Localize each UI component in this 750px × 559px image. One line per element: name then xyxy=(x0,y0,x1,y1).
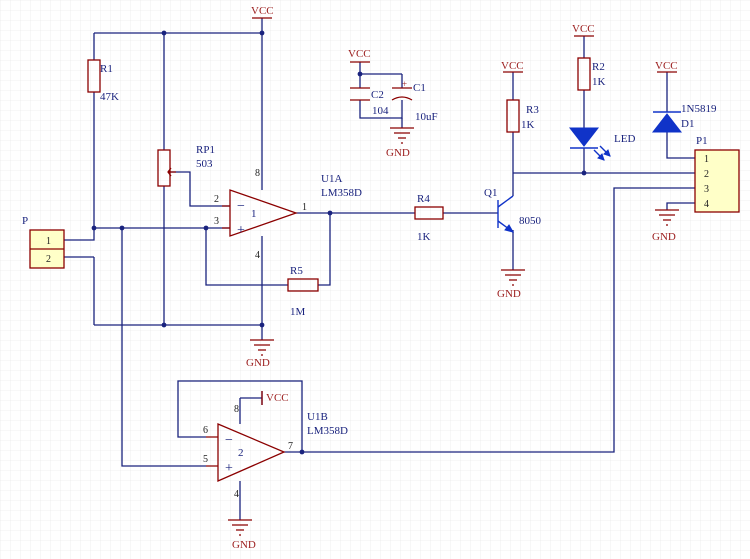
u1a-pin-out: 1 xyxy=(302,202,307,213)
led-indicator: LED xyxy=(568,127,635,161)
resistor-r5: R5 1M xyxy=(287,265,319,318)
c1-polarity: + xyxy=(402,79,407,89)
d1-value: 1N5819 xyxy=(681,103,717,115)
u1b-pin-vplus: 8 xyxy=(234,404,239,415)
u1a-pin-vminus: 4 xyxy=(255,250,260,261)
r5-ref: R5 xyxy=(290,265,303,277)
connector-p1-pin4: 4 xyxy=(704,199,709,210)
u1b-plus: + xyxy=(225,461,233,476)
vcc-label: VCC xyxy=(501,60,524,72)
gnd-label: GND xyxy=(232,539,256,551)
u1a-minus: − xyxy=(237,199,245,214)
connector-p-ref: P xyxy=(22,215,28,227)
rp1-ref: RP1 xyxy=(196,144,215,156)
vcc-label: VCC xyxy=(572,23,595,35)
r4-ref: R4 xyxy=(417,193,430,205)
r1-value: 47K xyxy=(100,91,119,103)
capacitor-c2: C2 104 xyxy=(350,87,389,117)
u1b-unit: 2 xyxy=(238,447,244,459)
opamp-u1b: − + 6 5 7 8 4 2 U1B LM358D xyxy=(203,404,348,500)
gnd-label: GND xyxy=(497,288,521,300)
u1b-pin-noninv: 5 xyxy=(203,454,208,465)
vcc-label: VCC xyxy=(655,60,678,72)
vcc-label: VCC xyxy=(266,392,289,404)
vcc-label: VCC xyxy=(348,48,371,60)
u1a-pin-noninv: 3 xyxy=(214,216,219,227)
connector-p: P 1 2 xyxy=(22,215,65,269)
connector-p1-ref: P1 xyxy=(696,135,708,147)
gnd-symbol-caps: GND xyxy=(386,127,414,159)
vcc-label: VCC xyxy=(251,5,274,17)
vcc-symbol-caps: VCC xyxy=(348,48,371,63)
gnd-symbol-u1b: GND xyxy=(228,519,256,551)
c1-ref: C1 xyxy=(413,82,426,94)
junction-dots xyxy=(91,30,587,455)
c1-value: 10uF xyxy=(415,111,438,123)
r3-ref: R3 xyxy=(526,104,539,116)
q1-ref: Q1 xyxy=(484,187,497,199)
c2-ref: C2 xyxy=(371,89,384,101)
u1a-part: LM358D xyxy=(321,187,362,199)
resistor-r1: R1 47K xyxy=(87,59,119,103)
c2-value: 104 xyxy=(372,105,389,117)
r4-value: 1K xyxy=(417,231,431,243)
gnd-symbol-u1a: GND xyxy=(246,339,274,369)
u1b-part: LM358D xyxy=(307,425,348,437)
transistor-q1: Q1 8050 xyxy=(484,187,542,233)
gnd-label: GND xyxy=(246,357,270,369)
resistor-r2: R2 1K xyxy=(577,57,606,91)
gnd-label: GND xyxy=(386,147,410,159)
gnd-symbol-p1: GND xyxy=(652,209,679,243)
u1b-pin-inv: 6 xyxy=(203,425,208,436)
gnd-symbol-q1: GND xyxy=(497,269,525,300)
gnd-label: GND xyxy=(652,231,676,243)
u1a-pin-inv: 2 xyxy=(214,194,219,205)
u1b-pin-vminus: 4 xyxy=(234,489,239,500)
u1b-pin-out: 7 xyxy=(288,441,293,452)
rp1-value: 503 xyxy=(196,158,213,170)
potentiometer-rp1: RP1 503 xyxy=(157,144,215,187)
connector-p1-pin1: 1 xyxy=(704,154,709,165)
capacitor-c1: + C1 10uF xyxy=(391,79,438,123)
connector-p1-pin3: 3 xyxy=(704,184,709,195)
connector-p1: P1 1 2 3 4 xyxy=(694,135,740,213)
diode-d1: D1 1N5819 xyxy=(651,103,717,133)
u1a-plus: + xyxy=(237,223,245,238)
connector-p1-pin2: 2 xyxy=(704,169,709,180)
vcc-symbol-u1a: VCC xyxy=(251,5,274,19)
vcc-symbol-r2: VCC xyxy=(572,23,595,37)
u1a-ref: U1A xyxy=(321,173,342,185)
resistor-r4: R4 1K xyxy=(414,193,444,243)
r1-ref: R1 xyxy=(100,63,113,75)
d1-ref: D1 xyxy=(681,118,694,130)
vcc-symbol-r3: VCC xyxy=(501,60,524,73)
connector-p-pin1: 1 xyxy=(46,236,51,247)
opamp-u1a: − + 2 3 1 8 4 1 U1A LM358D xyxy=(214,168,362,261)
vcc-symbol-d1: VCC xyxy=(655,60,678,73)
led-ref: LED xyxy=(614,133,635,145)
u1a-pin-vplus: 8 xyxy=(255,168,260,179)
vcc-symbol-u1b: VCC xyxy=(261,391,289,405)
r3-value: 1K xyxy=(521,119,535,131)
r2-ref: R2 xyxy=(592,61,605,73)
resistor-r3: R3 1K xyxy=(506,99,539,133)
q1-value: 8050 xyxy=(519,215,542,227)
u1a-unit: 1 xyxy=(251,208,257,220)
r2-value: 1K xyxy=(592,76,606,88)
connector-p-pin2: 2 xyxy=(46,254,51,265)
u1b-minus: − xyxy=(225,433,233,448)
u1b-ref: U1B xyxy=(307,411,328,423)
r5-value: 1M xyxy=(290,306,306,318)
